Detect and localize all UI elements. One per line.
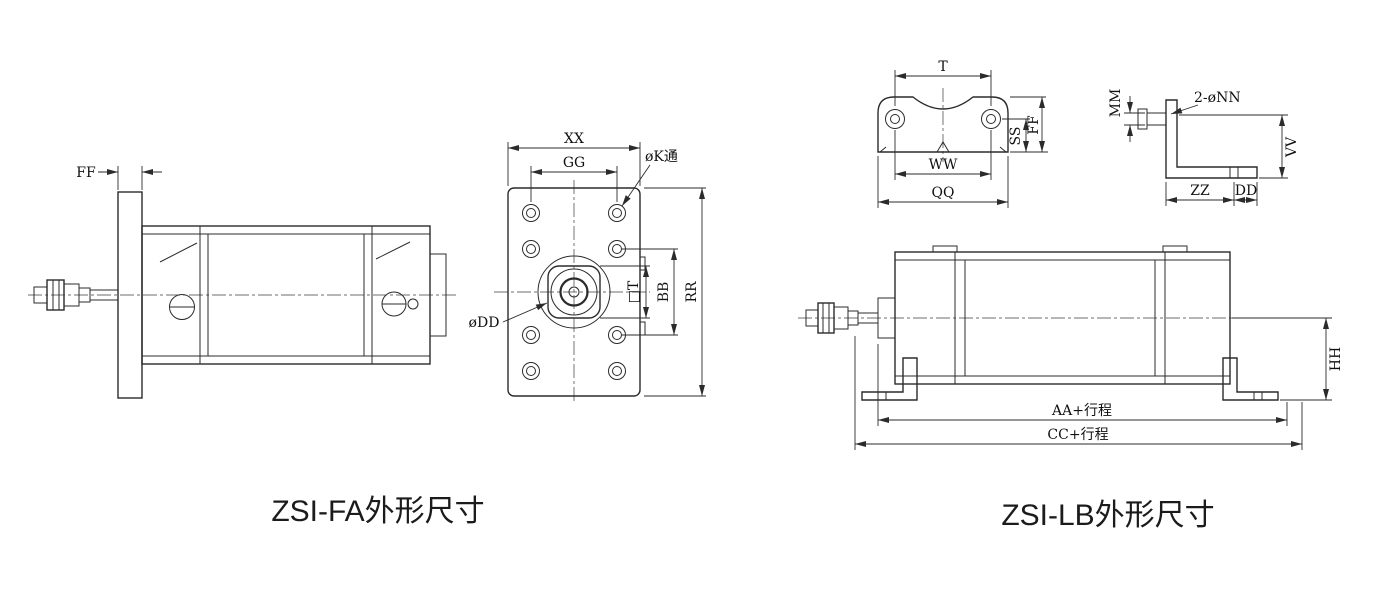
dim-label-bb: BB [656, 282, 672, 303]
lb-foot-bracket-top-view [877, 88, 1009, 162]
dim-label-t: T [938, 59, 948, 75]
dim-label-hh: HH [1328, 347, 1344, 371]
dim-label-gg: GG [563, 155, 585, 171]
dim-label-ss: SS [1008, 127, 1024, 146]
dim-label-ff: FF [76, 165, 96, 181]
lb-right-foot [1222, 357, 1279, 401]
lb-caption: ZSI-LB外形尺寸 [1001, 499, 1215, 532]
dim-label-dd: øDD [469, 315, 500, 331]
fa-caption: ZSI-FA外形尺寸 [271, 495, 485, 528]
fa-center-boss [537, 255, 611, 329]
dim-label-mm: MM [1108, 89, 1124, 118]
lb-bracket-side-dimensions: MM 2-øNN VV ZZ DD [1108, 89, 1300, 206]
lb-foot-bracket-side-view [1137, 99, 1258, 179]
fa-side-view [28, 191, 458, 399]
lb-side-dimensions: HH AA+行程 CC+行程 [854, 317, 1344, 450]
dim-label-vv: VV [1284, 136, 1300, 158]
lb-side-view [798, 245, 1279, 401]
dim-label-cc-stroke: CC+行程 [1047, 427, 1108, 443]
dim-label-lb-dd: DD [1235, 183, 1257, 199]
lb-left-foot [861, 357, 918, 401]
lb-bracket-top-dimensions: T SS FF WW QQ [877, 59, 1048, 208]
dim-label-aa-stroke: AA+行程 [1051, 403, 1112, 419]
fa-front-dimensions: XX GG øK通 øDD □T BB RR [469, 131, 706, 397]
dim-label-k-hole: øK通 [645, 149, 678, 165]
fa-side-dimensions: FF [76, 165, 162, 190]
dim-label-rr: RR [684, 281, 700, 303]
dim-label-qq: QQ [932, 185, 955, 201]
dim-label-lb-ff: FF [1026, 115, 1042, 135]
fa-front-view [494, 180, 650, 404]
dim-label-zz: ZZ [1190, 183, 1210, 199]
dim-label-nn-holes: 2-øNN [1194, 90, 1241, 106]
dim-label-ww: WW [929, 157, 958, 173]
fa-bolt-holes [522, 204, 626, 380]
dim-label-xx: XX [564, 131, 584, 147]
dim-label-t-square: □T [626, 280, 642, 303]
